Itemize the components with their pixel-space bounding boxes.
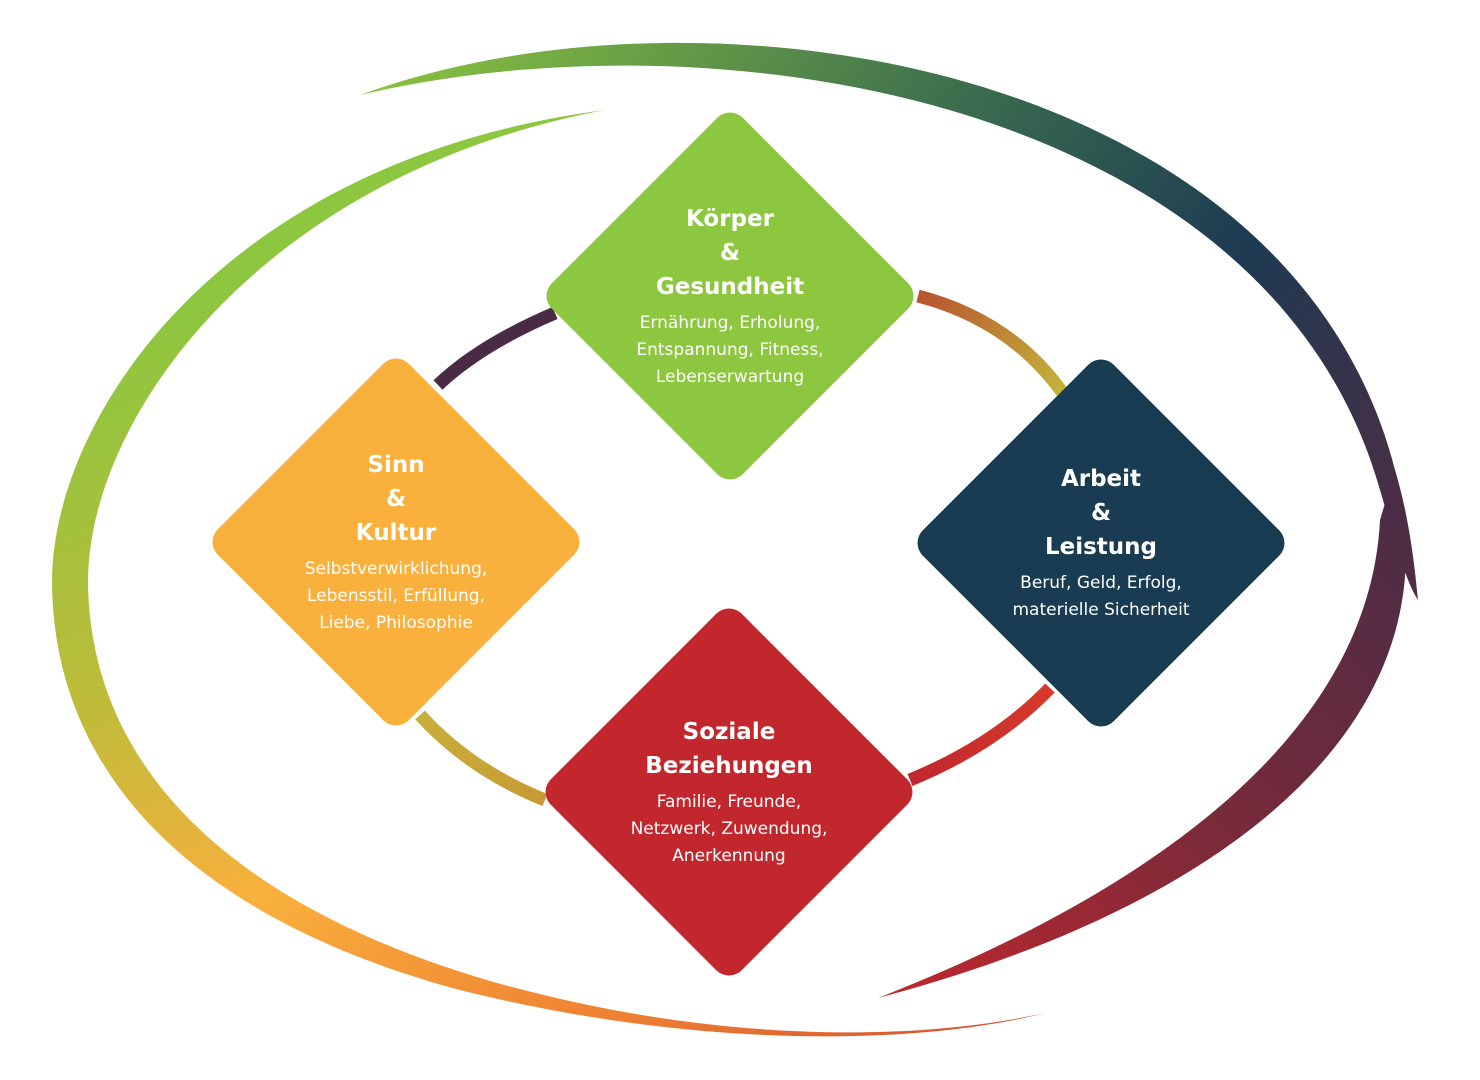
- ring-segment-bottom-right: [907, 683, 1055, 787]
- node-description: Selbstverwirklichung, Lebensstil, Erfüll…: [305, 556, 488, 637]
- desc-line: Anerkennung: [672, 845, 786, 866]
- desc-line: Liebe, Philosophie: [319, 612, 473, 633]
- desc-line: materielle Sicherheit: [1012, 600, 1190, 620]
- outer-swoosh-top: [360, 42, 1418, 600]
- desc-line: Netzwerk, Zuwendung,: [630, 818, 828, 839]
- title-line: Sinn: [367, 451, 425, 478]
- node-title: Sinn & Kultur: [356, 448, 436, 550]
- ring-segment-top-right: [916, 289, 1068, 396]
- title-line: &: [385, 485, 407, 512]
- node-description: Ernährung, Erholung, Entspannung, Fitnes…: [636, 310, 823, 391]
- node-koerper-gesundheit: Körper & Gesundheit Ernährung, Erholung,…: [539, 105, 921, 487]
- title-line: &: [1090, 500, 1112, 526]
- title-line: Kultur: [355, 519, 437, 546]
- desc-line: Lebenserwartung: [655, 366, 805, 387]
- title-line: Soziale: [682, 718, 776, 745]
- desc-line: Lebensstil, Erfüllung,: [307, 585, 485, 606]
- node-description: Familie, Freunde, Netzwerk, Zuwendung, A…: [631, 789, 828, 870]
- node-soziale-beziehungen: Soziale Beziehungen Familie, Freunde, Ne…: [538, 601, 920, 983]
- desc-line: Ernährung, Erholung,: [639, 312, 821, 333]
- outer-swoosh-right: [878, 470, 1406, 998]
- desc-line: Entspannung, Fitness,: [636, 339, 824, 360]
- desc-line: Familie, Freunde,: [656, 791, 802, 812]
- title-line: Beziehungen: [645, 752, 813, 779]
- node-sinn-kultur: Sinn & Kultur Selbstverwirklichung, Lebe…: [205, 351, 587, 733]
- node-description: Beruf, Geld, Erfolg, materielle Sicherhe…: [1013, 570, 1190, 624]
- desc-line: Selbstverwirklichung,: [304, 558, 488, 579]
- title-line: Arbeit: [1060, 466, 1142, 492]
- title-line: &: [719, 239, 741, 266]
- title-line: Leistung: [1044, 534, 1158, 560]
- ring-segment-top-left: [433, 307, 558, 390]
- ring-segment-bottom-left: [415, 710, 548, 807]
- title-line: Gesundheit: [655, 273, 805, 300]
- node-title: Soziale Beziehungen: [645, 715, 813, 783]
- title-line: Körper: [686, 205, 774, 232]
- node-title: Arbeit & Leistung: [1045, 462, 1157, 564]
- node-title: Körper & Gesundheit: [656, 202, 804, 304]
- desc-line: Beruf, Geld, Erfolg,: [1020, 573, 1182, 593]
- node-arbeit-leistung: Arbeit & Leistung Beruf, Geld, Erfolg, m…: [910, 352, 1292, 734]
